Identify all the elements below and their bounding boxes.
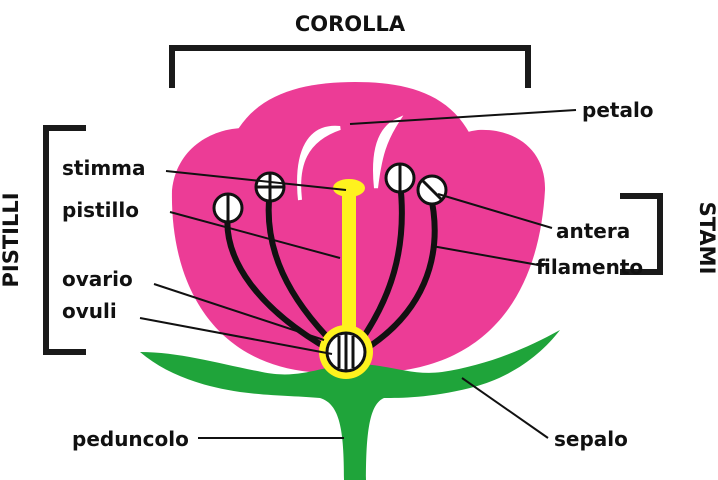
anther-3 — [386, 164, 414, 192]
label-sepalo: sepalo — [554, 427, 628, 451]
pistilli-title: PISTILLI — [0, 192, 23, 287]
label-stimma: stimma — [62, 156, 146, 180]
leader-sepalo — [462, 378, 548, 438]
anther-1 — [214, 194, 242, 222]
label-antera: antera — [556, 219, 630, 243]
label-filamento: filamento — [536, 255, 643, 279]
anther-4 — [418, 176, 446, 204]
stami-title: STAMI — [695, 202, 718, 275]
ovary — [319, 325, 373, 379]
label-pistillo: pistillo — [62, 198, 139, 222]
label-peduncolo: peduncolo — [72, 427, 189, 451]
stigma — [333, 179, 365, 197]
label-petalo: petalo — [582, 98, 654, 122]
anther-2 — [256, 173, 284, 201]
corolla-title: COROLLA — [295, 12, 406, 36]
label-ovuli: ovuli — [62, 299, 117, 323]
pistil-style — [342, 188, 356, 338]
corolla-bracket — [172, 48, 528, 88]
label-ovario: ovario — [62, 267, 133, 291]
